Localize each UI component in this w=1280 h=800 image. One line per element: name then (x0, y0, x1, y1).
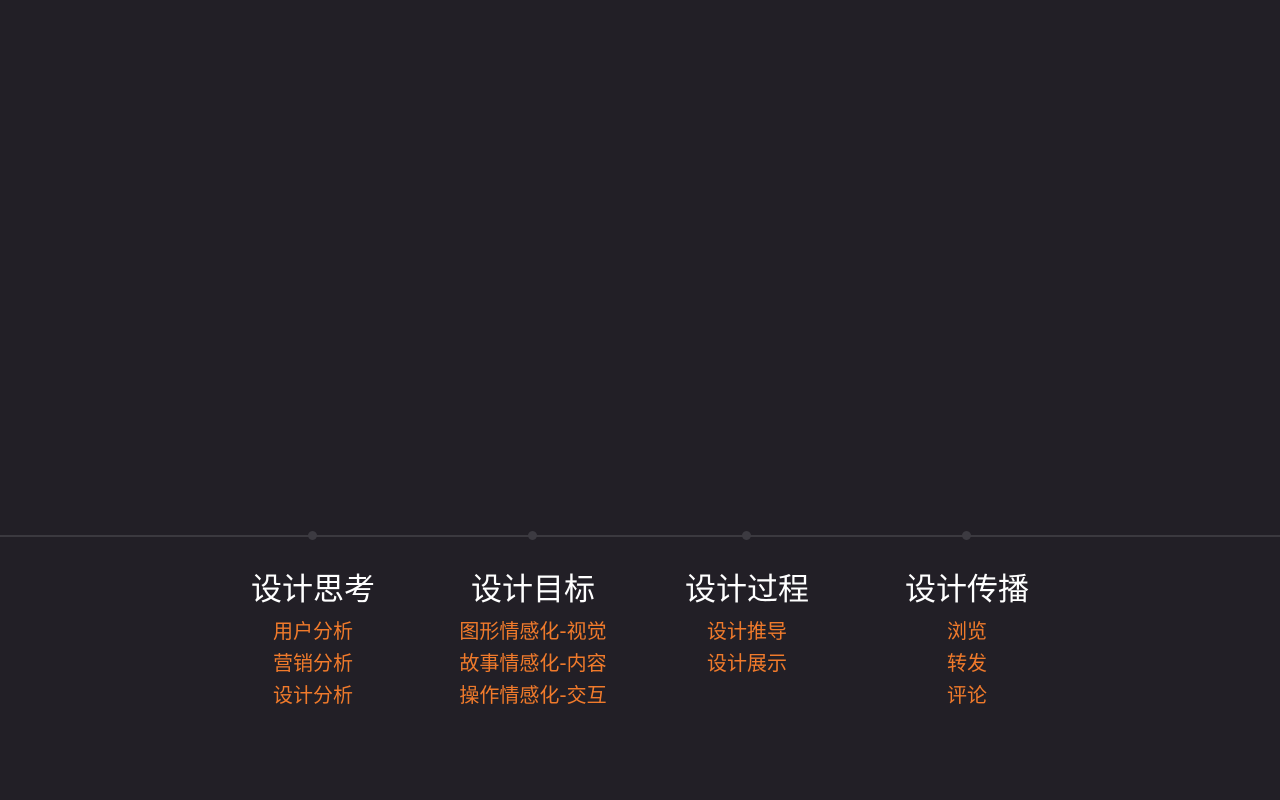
column-item: 营销分析 (273, 651, 353, 675)
column-item: 故事情感化-内容 (459, 651, 607, 675)
column-title: 设计目标 (471, 572, 595, 608)
column-items: 图形情感化-视觉 故事情感化-内容 操作情感化-交互 (413, 615, 653, 711)
column-title: 设计过程 (685, 572, 809, 608)
column-title: 设计传播 (905, 572, 1029, 608)
column-item: 设计分析 (273, 683, 353, 707)
column-item: 设计推导 (707, 619, 787, 643)
timeline-dot-1 (307, 531, 317, 540)
column-items: 设计推导 设计展示 (627, 615, 867, 679)
column-item: 操作情感化-交互 (459, 683, 607, 707)
column-design-process: 设计过程 设计推导 设计展示 (627, 568, 867, 679)
timeline-dot-4 (961, 531, 971, 540)
column-item: 用户分析 (273, 619, 353, 643)
column-item: 浏览 (947, 619, 987, 643)
column-design-distribution: 设计传播 浏览 转发 评论 (847, 568, 1087, 711)
column-item: 设计展示 (707, 651, 787, 675)
timeline-dot-3 (741, 531, 751, 540)
column-item: 评论 (947, 683, 987, 707)
column-design-thinking: 设计思考 用户分析 营销分析 设计分析 (193, 568, 433, 711)
column-design-goals: 设计目标 图形情感化-视觉 故事情感化-内容 操作情感化-交互 (413, 568, 653, 711)
column-item: 转发 (947, 651, 987, 675)
timeline-line (0, 535, 1280, 537)
column-items: 用户分析 营销分析 设计分析 (193, 615, 433, 711)
column-item: 图形情感化-视觉 (459, 619, 607, 643)
timeline-dot-2 (527, 531, 537, 540)
column-title: 设计思考 (251, 572, 375, 608)
column-items: 浏览 转发 评论 (847, 615, 1087, 711)
